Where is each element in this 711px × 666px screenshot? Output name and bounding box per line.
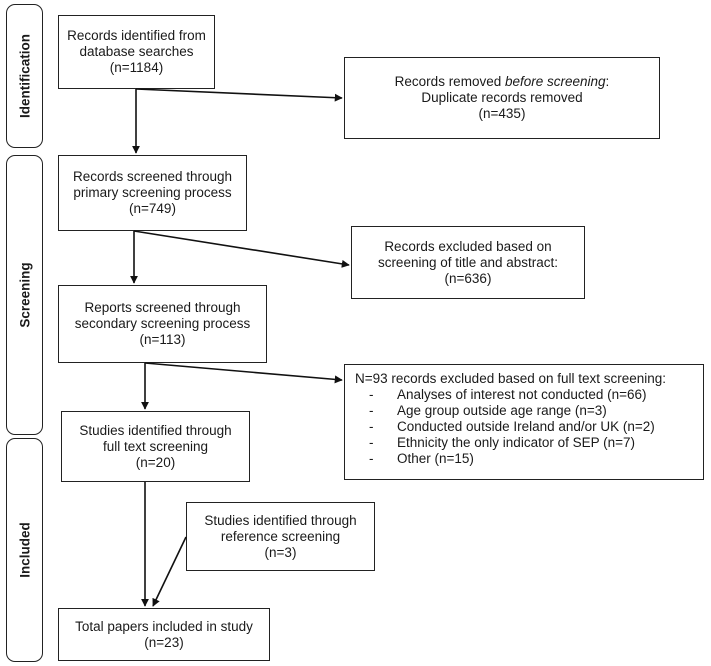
database-records-count: (n=1184) <box>109 60 164 75</box>
excluded-title-abstract-line-2: screening of title and abstract: <box>377 254 559 270</box>
arrow-primary-to-excluded-ta <box>133 230 350 268</box>
records-removed-prefix: Records removed <box>394 74 505 89</box>
exclusion-reason-item: - Other (n=15) <box>355 451 693 467</box>
exclusion-reason-text: Analyses of interest not conducted (n=66… <box>397 387 647 402</box>
full-text-studies-box: Studies identified through full text scr… <box>61 411 250 482</box>
exclusion-reason-text: Other (n=15) <box>397 451 474 466</box>
primary-screening-box: Records screened through primary screeni… <box>58 155 247 231</box>
arrow-secondary-to-excluded-ft <box>144 362 343 384</box>
exclusion-reason-text: Age group outside age range (n=3) <box>397 403 607 418</box>
full-text-studies-count: (n=20) <box>135 454 176 470</box>
database-records-line-2: database searches <box>79 44 194 59</box>
exclusion-reason-item: - Analyses of interest not conducted (n=6… <box>355 387 693 403</box>
records-removed-suffix: : <box>605 74 610 89</box>
phase-screening: Screening <box>6 155 43 435</box>
database-records-line-1: Records identified from <box>67 28 206 43</box>
phase-included-label: Included <box>17 522 32 578</box>
phase-identification: Identification <box>6 4 43 148</box>
full-text-studies-line-2: full text screening <box>102 438 209 454</box>
total-included-line-1: Total papers included in study <box>75 618 253 634</box>
total-included-box: Total papers included in study (n=23) <box>58 608 270 661</box>
list-dash: - <box>369 451 374 466</box>
exclusion-reason-item: - Conducted outside Ireland and/or UK (n=… <box>355 419 693 435</box>
full-text-studies-line-1: Studies identified through <box>79 422 232 438</box>
secondary-screening-count: (n=113) <box>139 332 186 347</box>
primary-screening-count: (n=749) <box>129 201 176 216</box>
reference-studies-box: Studies identified through reference scr… <box>186 502 375 571</box>
reference-studies-line-1: Studies identified through <box>204 512 357 528</box>
records-removed-emphasis: before screening <box>504 74 606 89</box>
excluded-full-text-box: N=93 records excluded based on full text… <box>344 364 704 480</box>
records-removed-count: (n=435) <box>478 106 526 121</box>
exclusion-reasons-list: - Analyses of interest not conducted (n=6… <box>355 387 693 467</box>
phase-included: Included <box>6 438 43 662</box>
excluded-title-abstract-line-1: Records excluded based on <box>384 238 552 254</box>
total-included-count: (n=23) <box>144 634 184 650</box>
excluded-full-text-title: N=93 records excluded based on full text… <box>355 371 667 386</box>
exclusion-reason-item: - Ethnicity the only indicator of SEP (n=… <box>355 435 693 451</box>
secondary-screening-box: Reports screened through secondary scree… <box>58 285 267 363</box>
list-dash: - <box>369 403 374 418</box>
list-dash: - <box>369 435 374 450</box>
records-removed-line-1: Records removed before screening: <box>395 74 610 90</box>
database-records-box: Records identified from database searche… <box>58 15 215 89</box>
excluded-title-abstract-box: Records excluded based on screening of t… <box>351 226 585 299</box>
records-removed-box: Records removed before screening: Duplic… <box>344 57 660 139</box>
arrow-db-to-removed <box>135 88 343 102</box>
phase-identification-label: Identification <box>17 34 32 118</box>
exclusion-reason-item: - Age group outside age range (n=3) <box>355 403 693 419</box>
exclusion-reason-text: Conducted outside Ireland and/or UK (n=2… <box>397 419 655 434</box>
records-removed-line-2: Duplicate records removed <box>421 90 583 105</box>
secondary-screening-line-2: secondary screening process <box>74 316 251 331</box>
reference-studies-line-2: reference screening <box>220 528 341 544</box>
exclusion-reason-text: Ethnicity the only indicator of SEP (n=7… <box>397 435 636 450</box>
phase-screening-label: Screening <box>17 262 32 328</box>
list-dash: - <box>369 419 374 434</box>
secondary-screening-line-1: Reports screened through <box>84 300 241 315</box>
reference-studies-count: (n=3) <box>264 544 297 560</box>
primary-screening-line-1: Records screened through <box>72 169 233 184</box>
excluded-title-abstract-count: (n=636) <box>444 270 492 286</box>
primary-screening-line-2: primary screening process <box>73 185 232 200</box>
arrow-reference-to-total <box>152 536 187 607</box>
list-dash: - <box>369 387 374 402</box>
